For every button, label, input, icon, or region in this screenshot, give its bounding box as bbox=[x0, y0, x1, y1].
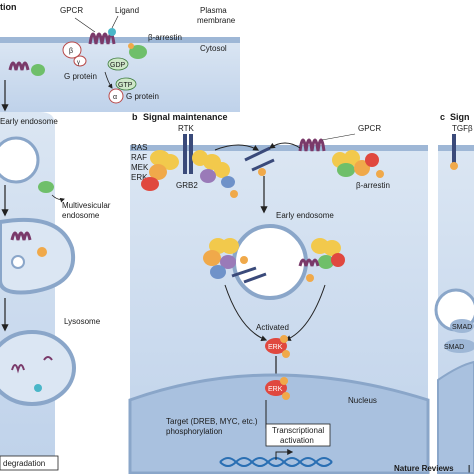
rtk-receptor-left bbox=[183, 134, 187, 174]
panel-b-title: Signal maintenance bbox=[143, 112, 228, 122]
label-raf: RAF bbox=[131, 153, 147, 162]
label-erk-b: ERK bbox=[131, 173, 148, 182]
label-ras: RAS bbox=[131, 143, 147, 152]
alpha-symbol: α bbox=[113, 94, 117, 101]
panel-a: tion GPCR Ligand Plasma membrane β-arres… bbox=[0, 2, 240, 471]
gamma-symbol: γ bbox=[77, 60, 80, 66]
erk-badge-nuclear-label: ERK bbox=[268, 386, 283, 393]
mapk-cluster-left bbox=[141, 150, 238, 198]
beta-arrestin-a bbox=[129, 45, 147, 59]
label-degradation: degradation bbox=[3, 459, 45, 468]
g-protein-gamma-a bbox=[73, 55, 87, 67]
panel-b-letter: b bbox=[132, 112, 138, 122]
label-nucleus: Nucleus bbox=[348, 396, 377, 405]
panel-a-title: tion bbox=[0, 2, 17, 12]
panel-c-letter: c bbox=[440, 112, 445, 122]
panel-c-title: Sign bbox=[450, 112, 470, 122]
label-multivesicular-2: endosome bbox=[62, 211, 100, 220]
label-early-endosome-a: Early endosome bbox=[0, 117, 58, 126]
label-transcriptional-1: Transcriptional bbox=[272, 426, 324, 435]
label-smad-2: SMAD bbox=[444, 344, 464, 351]
lysosome bbox=[0, 330, 76, 406]
journal-credit: Nature Reviews bbox=[394, 464, 454, 473]
label-target-line2: phosphorylation bbox=[166, 427, 222, 436]
label-ligand-a: Ligand bbox=[115, 6, 139, 15]
label-early-endosome-b: Early endosome bbox=[276, 211, 334, 220]
journal-credit-fragment: | bbox=[468, 464, 470, 473]
rtk-on-endosome bbox=[231, 266, 267, 284]
gtp-badge bbox=[115, 77, 137, 91]
label-activated: Activated bbox=[256, 323, 289, 332]
tgf-receptor bbox=[452, 134, 456, 164]
label-plasma-a-1: Plasma bbox=[200, 6, 227, 15]
label-gpcr-b: GPCR bbox=[358, 124, 381, 133]
label-grb2: GRB2 bbox=[176, 181, 198, 190]
label-smad-1: SMAD bbox=[452, 324, 472, 331]
gdp-badge bbox=[107, 57, 129, 71]
label-cytosol-a: Cytosol bbox=[200, 44, 227, 53]
label-target-line1: Target (DREB, MYC, etc.) bbox=[166, 417, 258, 426]
label-g-protein-left: G protein bbox=[64, 72, 97, 81]
transcriptional-box bbox=[265, 423, 331, 447]
label-tgf: TGFβ bbox=[452, 124, 473, 133]
early-endosome-a bbox=[0, 136, 40, 184]
beta-symbol: β bbox=[69, 48, 73, 55]
label-gtp: GTP bbox=[118, 82, 133, 89]
panel-c: c Sign TGFβ SMAD SMAD bbox=[434, 112, 474, 474]
label-mek: MEK bbox=[131, 163, 149, 172]
label-lysosome: Lysosome bbox=[64, 317, 101, 326]
label-gpcr-a: GPCR bbox=[60, 6, 83, 15]
label-rtk: RTK bbox=[178, 124, 195, 133]
mapk-cluster-middle bbox=[244, 146, 275, 176]
label-transcriptional-2: activation bbox=[280, 436, 314, 445]
g-protein-alpha-a bbox=[108, 88, 124, 104]
label-gdp: GDP bbox=[110, 62, 126, 69]
multivesicular-endosome bbox=[0, 217, 76, 295]
panel-a-plasma-membrane bbox=[0, 37, 240, 43]
label-plasma-a-2: membrane bbox=[197, 16, 236, 25]
label-multivesicular-1: Multivesicular bbox=[62, 201, 111, 210]
gpcr-receptor-b bbox=[298, 138, 326, 152]
erk-badge-activated-label: ERK bbox=[268, 344, 283, 351]
panel-b-plasma-membrane bbox=[130, 145, 428, 151]
label-beta-arrestin-a: β-arrestin bbox=[148, 33, 182, 42]
endosome-complex-right bbox=[298, 238, 345, 282]
mapk-cluster-right bbox=[332, 150, 384, 178]
g-protein-beta-a bbox=[62, 41, 82, 59]
label-g-protein-right: G protein bbox=[126, 92, 159, 101]
degradation-box bbox=[0, 455, 59, 471]
endosome-complex-left bbox=[203, 238, 248, 279]
rtk-receptor-right bbox=[189, 134, 193, 174]
gpcr-receptor-a bbox=[88, 32, 116, 45]
ligand-a bbox=[108, 28, 116, 36]
panel-b: b Signal maintenance RTK GPCR RAS RAF ME… bbox=[128, 112, 430, 474]
label-beta-arrestin-b: β-arrestin bbox=[356, 181, 390, 190]
